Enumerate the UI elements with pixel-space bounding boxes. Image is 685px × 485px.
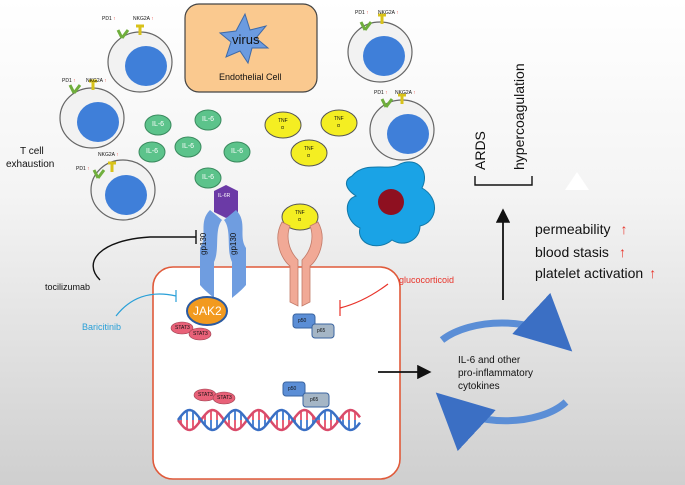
pd1-label: PD1 ↑: [374, 90, 388, 96]
stat3-label: STAT3: [175, 325, 190, 331]
p65-label: p65: [310, 397, 319, 403]
cycle-arrow-top: [439, 292, 573, 352]
il6-label: IL-6: [202, 174, 215, 181]
jak2-label: JAK2: [193, 304, 222, 318]
tnf-label: TNF: [295, 210, 305, 216]
effect-permeability: permeability↑: [535, 221, 628, 237]
tnf-cytokine: [320, 109, 358, 137]
baricitinib-inhibition: [115, 290, 177, 317]
nkg2a-label: NKG2A ↑: [378, 10, 399, 16]
ards-label: ARDS: [472, 131, 488, 170]
t-cell: [369, 93, 435, 161]
pd1-label: PD1 ↑: [102, 16, 116, 22]
virus-label: virus: [232, 32, 260, 47]
il6r-receptor: [214, 185, 238, 218]
p65: [302, 392, 330, 408]
gp130-label: gp130: [199, 232, 208, 255]
pd1-label: PD1 ↑: [62, 78, 76, 84]
p50-label: p50: [298, 318, 307, 324]
stat3: [188, 327, 212, 341]
tnf-cytokine: [290, 139, 328, 167]
target-cell: [152, 266, 401, 480]
il6r-label: IL-6R: [218, 193, 231, 199]
t-cell: [107, 24, 173, 93]
glucocorticoid-label: glucocorticoid: [399, 275, 455, 285]
dna-strand: [176, 408, 361, 432]
cycle-label-line2: pro-inflammatory: [458, 368, 534, 379]
endothelial-cell-label: Endothelial Cell: [219, 72, 282, 82]
tnf-alpha-label: α: [298, 217, 301, 223]
macrophage-nucleus: [378, 189, 404, 215]
il6-cytokine: [144, 114, 172, 136]
p50: [282, 381, 306, 397]
white-triangle-icon: [565, 172, 589, 190]
p65: [311, 323, 335, 339]
nkg2a-label: NKG2A ↑: [133, 16, 154, 22]
il6-cytokine: [174, 136, 202, 158]
effect-blood-stasis: blood stasis↑: [535, 244, 626, 260]
tnf-cytokine: [264, 111, 302, 139]
tnf-cytokine: [281, 203, 319, 231]
jak2: [186, 296, 228, 326]
tocilizumab-label: tocilizumab: [45, 282, 91, 292]
tnf-receptor: [277, 221, 323, 307]
il6-label: IL-6: [146, 148, 159, 155]
il6-label: IL-6: [152, 121, 165, 128]
tnf-label: TNF: [278, 118, 288, 124]
tnf-label: TNF: [304, 146, 314, 152]
gp130-right: [224, 210, 246, 298]
il6-cytokine: [194, 167, 222, 189]
outcome-brace: [474, 176, 533, 186]
tnf-alpha-label: α: [337, 123, 340, 129]
tocilizumab-inhibition: [92, 230, 197, 281]
tnf-alpha-label: α: [307, 153, 310, 159]
t-cell-exhaustion-line2: exhaustion: [6, 159, 55, 170]
stat3: [170, 321, 194, 335]
stat3-label: STAT3: [198, 392, 213, 398]
cycle-label-line3: cytokines: [458, 381, 500, 392]
stat3: [212, 391, 236, 405]
tnf-alpha-label: α: [281, 125, 284, 131]
dna-helix: [176, 408, 361, 432]
pd1-label: PD1 ↑: [355, 10, 369, 16]
p50-label: p50: [288, 386, 297, 392]
il6-cytokine: [223, 141, 251, 163]
virus-icon: [218, 12, 270, 65]
p50: [292, 313, 316, 329]
il6-cytokine: [138, 141, 166, 163]
dna-strand: [176, 408, 361, 432]
il6-label: IL-6: [231, 148, 244, 155]
stat3-label: STAT3: [193, 331, 208, 337]
t-cell-exhaustion-line1: T cell: [20, 146, 44, 157]
nkg2a-label: NKG2A ↑: [86, 78, 107, 84]
cycle-label-line1: IL-6 and other: [458, 355, 521, 366]
il6-cytokine: [194, 109, 222, 131]
pd1-label: PD1 ↑: [76, 166, 90, 172]
cycle-arrow-bottom: [435, 392, 569, 452]
effect-platelet-activation: platelet activation↑: [535, 265, 657, 281]
t-cell: [347, 13, 413, 83]
t-cell: [90, 159, 156, 221]
glucocorticoid-inhibition: [339, 283, 389, 316]
il6-label: IL-6: [202, 116, 215, 123]
tnf-label: TNF: [334, 116, 344, 122]
gp130-label: gp130: [229, 232, 238, 255]
il6-label: IL-6: [182, 143, 195, 150]
nkg2a-label: NKG2A ↑: [98, 152, 119, 158]
nkg2a-label: NKG2A ↑: [395, 90, 416, 96]
stat3-label: STAT3: [217, 395, 232, 401]
p65-label: p65: [317, 328, 326, 334]
baricitinib-label: Baricitinib: [82, 322, 122, 332]
gp130-left: [200, 210, 222, 298]
t-cell: [59, 79, 125, 149]
hypercoagulation-label: hypercoagulation: [511, 63, 527, 170]
